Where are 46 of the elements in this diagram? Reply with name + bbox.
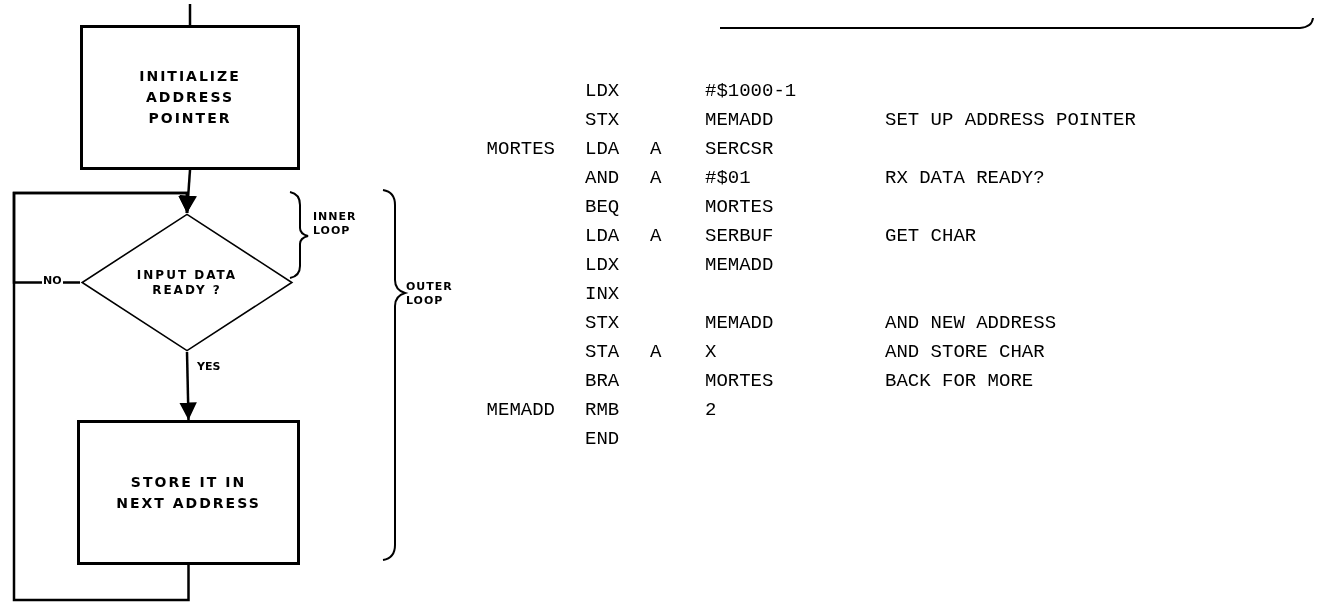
mnemonic-text: STX [585, 109, 620, 131]
operand-text: X [705, 341, 717, 363]
operand-text: SERBUF [705, 225, 774, 247]
comment-text: GET CHAR [885, 225, 977, 247]
mnemonic-text: END [585, 428, 620, 450]
operand-text: MORTES [705, 196, 774, 218]
register-text: A [650, 341, 662, 363]
operand-text: #$01 [705, 167, 751, 189]
mnemonic-text: LDX [585, 254, 620, 276]
register-text: A [650, 167, 662, 189]
operand-text: MEMADD [705, 312, 774, 334]
mnemonic-text: INX [585, 283, 620, 305]
mnemonic-text: LDA [585, 138, 620, 160]
connector-line [188, 4, 192, 25]
process-box: STORE IT IN NEXT ADDRESS [77, 420, 300, 565]
operand-text: MEMADD [705, 254, 774, 276]
mnemonic-text: BEQ [585, 196, 620, 218]
loop-label: INNER LOOP [313, 210, 358, 238]
edge-label: NO [42, 274, 63, 287]
comment-text: BACK FOR MORE [885, 370, 1034, 392]
mnemonic-text: BRA [585, 370, 620, 392]
loop-label: OUTER LOOP [406, 280, 454, 308]
process-box: INITIALIZE ADDRESS POINTER [80, 25, 300, 170]
edge-label: YES [196, 360, 222, 373]
decision-diamond: INPUT DATA READY ? [80, 213, 294, 352]
register-text: A [650, 225, 662, 247]
mnemonic-text: AND [585, 167, 620, 189]
arrow [179, 351, 197, 421]
comment-text: AND NEW ADDRESS [885, 312, 1057, 334]
operand-text: MORTES [705, 370, 774, 392]
label-text: MEMADD [486, 399, 555, 421]
register-text: A [650, 138, 662, 160]
operand-text: 2 [705, 399, 717, 421]
mnemonic-text: RMB [585, 399, 620, 421]
mnemonic-text: STX [585, 312, 620, 334]
arrow [12, 191, 196, 602]
mnemonic-text: LDX [585, 80, 620, 102]
mnemonic-text: LDA [585, 225, 620, 247]
comment-text: RX DATA READY? [885, 167, 1045, 189]
operand-text: SERCSR [705, 138, 774, 160]
label-text: MORTES [486, 138, 555, 160]
mnemonic-text: STA [585, 341, 620, 363]
comment-text: SET UP ADDRESS POINTER [885, 109, 1136, 131]
comment-text: AND STORE CHAR [885, 341, 1045, 363]
operand-text: #$1000-1 [705, 80, 797, 102]
operand-text: MEMADD [705, 109, 774, 131]
